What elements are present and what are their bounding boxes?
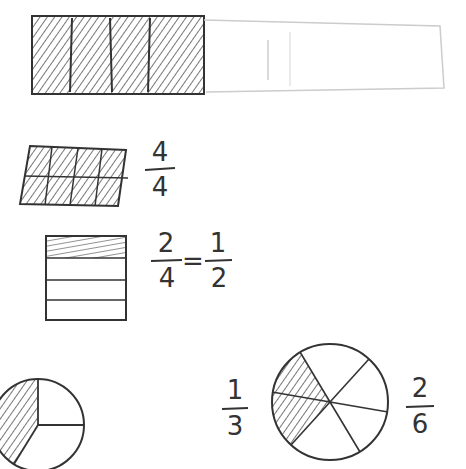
numerator: 1 <box>210 230 227 256</box>
denominator: 6 <box>412 411 429 437</box>
shaded-bar <box>32 16 444 94</box>
fraction-bars <box>145 168 434 409</box>
circle-sixths <box>271 344 388 460</box>
numerator: 2 <box>158 230 175 256</box>
shaded-square <box>20 146 128 206</box>
equals-sign: = <box>182 248 204 274</box>
numerator: 2 <box>412 375 429 401</box>
numerator: 1 <box>227 377 244 403</box>
denominator: 3 <box>227 413 244 439</box>
denominator: 4 <box>152 174 169 200</box>
denominator: 2 <box>211 265 228 291</box>
numerator: 4 <box>152 139 169 165</box>
banded-rectangle <box>46 236 126 320</box>
denominator: 4 <box>159 265 176 291</box>
circle-thirds <box>0 379 84 469</box>
